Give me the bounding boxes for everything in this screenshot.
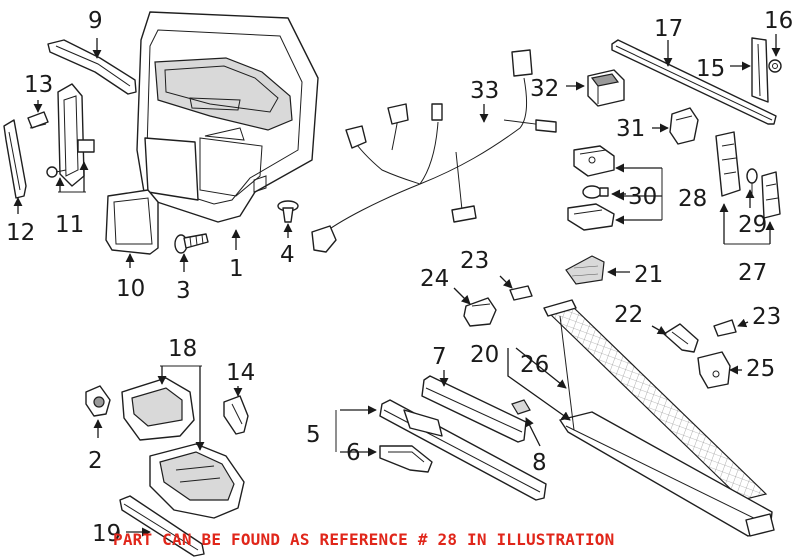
callout-13: 13 [24, 72, 53, 98]
callout-28: 28 [678, 186, 707, 212]
corner-cover [730, 34, 782, 103]
callout-9: 9 [88, 8, 103, 34]
callout-1: 1 [229, 256, 244, 282]
upper-trim-strip [47, 38, 137, 95]
trim-cap [223, 386, 249, 435]
callout-19: 19 [92, 521, 121, 547]
side-cover-trim [3, 119, 27, 214]
callout-11: 11 [55, 212, 84, 238]
callout-26: 26 [520, 352, 549, 378]
callout-17: 17 [654, 16, 683, 42]
window-seal-strip [611, 39, 777, 125]
pull-handle-group [27, 83, 95, 193]
callout-29: 29 [738, 212, 767, 238]
callout-30: 30 [628, 184, 657, 210]
lamp-lens [565, 255, 630, 285]
callout-4: 4 [280, 242, 295, 268]
reference-note: PART CAN BE FOUND AS REFERENCE # 28 IN I… [113, 530, 615, 549]
callout-31: 31 [616, 116, 645, 142]
callout-21: 21 [634, 262, 663, 288]
bolt [174, 233, 209, 272]
callout-18: 18 [168, 336, 197, 362]
sunshade-blind [507, 299, 775, 537]
wiring-harness [311, 49, 557, 253]
callout-14: 14 [226, 360, 255, 386]
callout-16: 16 [764, 8, 793, 34]
callout-8: 8 [532, 450, 547, 476]
callout-2: 2 [88, 448, 103, 474]
door-trim-panel [136, 11, 319, 250]
callout-6: 6 [346, 440, 361, 466]
armrest-switch-panel [121, 365, 245, 519]
belt-trim-strip [421, 370, 527, 443]
callout-27: 27 [738, 260, 767, 286]
callout-23-upper: 23 [460, 248, 489, 274]
callout-33: 33 [470, 78, 499, 104]
clip [277, 200, 299, 238]
callout-23-lower: 23 [752, 304, 781, 330]
callout-12: 12 [6, 220, 35, 246]
callout-25: 25 [746, 356, 775, 382]
courtesy-lamp-group [567, 145, 663, 231]
lamp-bracket-group [715, 131, 781, 245]
callout-7: 7 [432, 344, 447, 370]
retainer-clip [453, 275, 533, 327]
callout-15: 15 [696, 56, 725, 82]
callout-32: 32 [530, 76, 559, 102]
lower-trim-piece [119, 495, 205, 557]
switch-cap [652, 107, 699, 145]
cover-plate [105, 189, 159, 268]
callout-22: 22 [614, 302, 643, 328]
callout-5: 5 [306, 422, 321, 448]
window-switch [566, 69, 625, 107]
callout-24: 24 [420, 266, 449, 292]
switch-bezel [85, 385, 111, 438]
lower-molding [335, 399, 547, 501]
callout-20: 20 [470, 342, 499, 368]
callout-3: 3 [176, 278, 191, 304]
sunshade-hardware [651, 318, 749, 389]
foam-pad [511, 399, 541, 447]
callout-10: 10 [116, 276, 145, 302]
